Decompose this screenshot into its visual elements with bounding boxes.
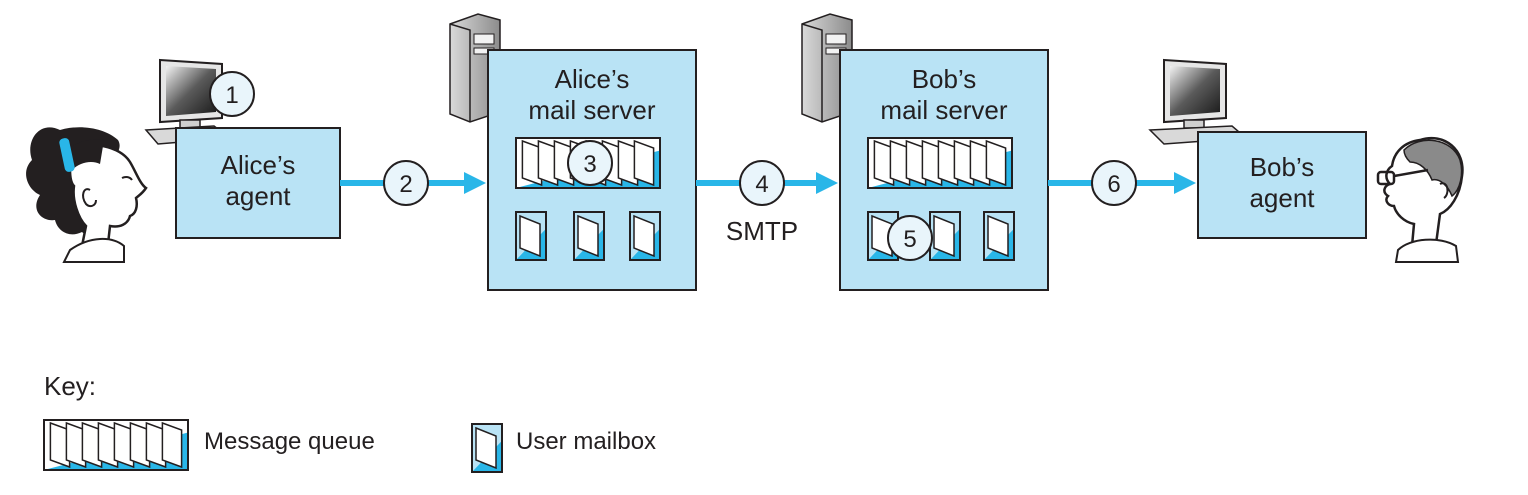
step-4-circle — [739, 160, 785, 206]
key-user-mailbox-label: User mailbox — [516, 428, 657, 455]
mailbox-letter — [577, 214, 599, 258]
queue-message — [969, 139, 991, 187]
bob-agent-label: Bob’s agent — [1198, 152, 1366, 214]
mailbox-border — [471, 423, 503, 473]
queue-message — [129, 421, 151, 469]
mailbox-border — [983, 211, 1015, 261]
mailbox-letter — [633, 214, 655, 258]
alice-agent-box — [175, 127, 341, 239]
alice-agent-label: Alice’s agent — [176, 150, 340, 212]
queue-message — [97, 421, 119, 469]
step-2-label: 2 — [399, 171, 412, 198]
mailboxes-group — [471, 211, 1015, 473]
bob-agent-box — [1197, 131, 1367, 239]
step-3-label: 3 — [583, 151, 596, 178]
bob-agent-label-line2: agent — [1249, 183, 1315, 213]
queue-message — [65, 421, 87, 469]
alice-mail-server-label-line1: Alice’s — [554, 64, 630, 94]
key-title: Key: — [44, 371, 97, 401]
alice-mail-server-label-line2: mail server — [528, 95, 656, 125]
smtp-label: SMTP — [725, 216, 799, 246]
mailbox-letter — [475, 426, 497, 470]
queue-message — [161, 421, 183, 469]
queue-message — [537, 139, 559, 187]
mailbox-border — [573, 211, 605, 261]
mailbox-letter — [871, 214, 893, 258]
step-1-label: 1 — [225, 82, 238, 109]
queue-border — [43, 419, 189, 471]
bob-agent-label-line1: Bob’s — [1249, 152, 1315, 182]
queue-border — [515, 137, 661, 189]
queue-message — [113, 421, 135, 469]
queue-message — [889, 139, 911, 187]
queue-message — [521, 139, 543, 187]
step-5-label: 5 — [903, 226, 916, 253]
step-circles — [209, 71, 1137, 261]
alice-computer-icon — [144, 58, 233, 145]
bob-mail-server-label-line2: mail server — [880, 95, 1008, 125]
step-6-label: 6 — [1107, 171, 1120, 198]
step-4-label: 4 — [755, 171, 768, 198]
queue-message — [937, 139, 959, 187]
step-2-circle — [383, 160, 429, 206]
queue-message — [873, 139, 895, 187]
step-5-circle — [887, 215, 933, 261]
mailbox-letter — [987, 214, 1009, 258]
step-1-circle — [209, 71, 255, 117]
step-3-circle — [567, 140, 613, 186]
bob-mail-server-label: Bob’s mail server — [840, 64, 1048, 126]
queue-message — [553, 139, 575, 187]
mailbox-border — [629, 211, 661, 261]
queue-border — [867, 137, 1013, 189]
bob-message-queue-icon — [867, 137, 1013, 189]
key-message-queue-label: Message queue — [204, 428, 375, 455]
queue-message — [985, 139, 1007, 187]
alice-person-icon — [26, 127, 148, 263]
queue-message — [81, 421, 103, 469]
alice-mail-server-label: Alice’s mail server — [488, 64, 696, 126]
mailbox-letter — [933, 214, 955, 258]
mailbox-letter — [519, 214, 541, 258]
step-6-circle — [1091, 160, 1137, 206]
queue-message — [145, 421, 167, 469]
queue-message — [633, 139, 655, 187]
queue-message — [953, 139, 975, 187]
queue-message — [617, 139, 639, 187]
queue-message — [921, 139, 943, 187]
bob-mail-server-label-line1: Bob’s — [911, 64, 977, 94]
alice-agent-label-line1: Alice’s — [220, 150, 296, 180]
mailbox-border — [515, 211, 547, 261]
bob-person-icon — [1376, 137, 1464, 263]
key-message-queue-icon — [43, 419, 189, 471]
alice-agent-label-line2: agent — [225, 181, 291, 211]
queue-message — [49, 421, 71, 469]
queue-message — [905, 139, 927, 187]
